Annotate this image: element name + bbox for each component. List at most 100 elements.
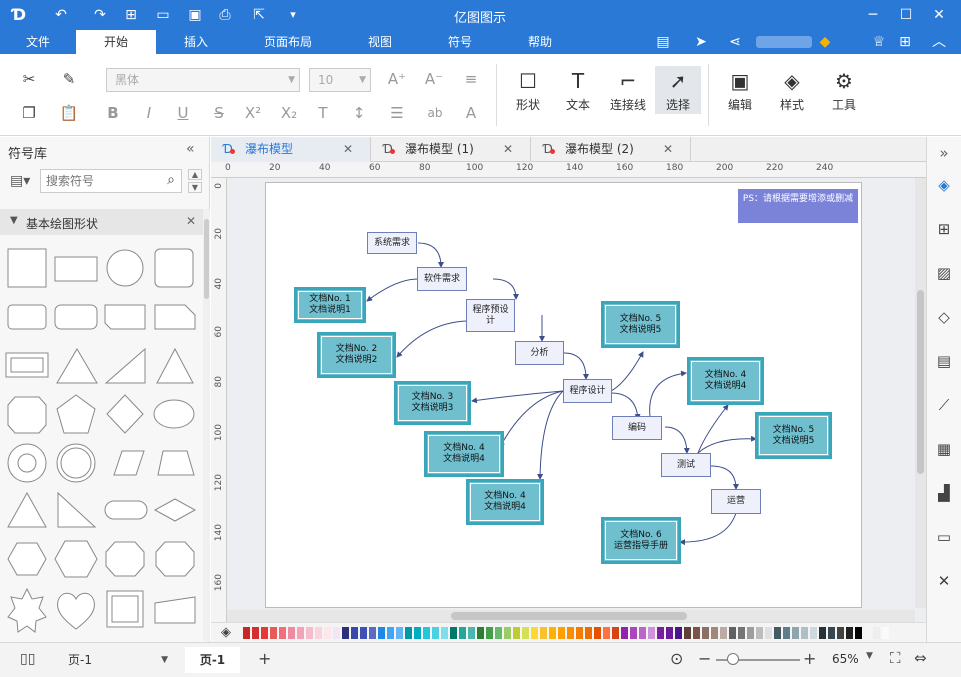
shape-hexagon-2[interactable]	[54, 540, 98, 578]
close-tab-icon[interactable]: ✕	[343, 142, 354, 156]
color-swatch[interactable]	[270, 627, 277, 639]
color-swatch[interactable]	[702, 627, 709, 639]
color-swatch[interactable]	[684, 627, 691, 639]
color-swatch[interactable]	[873, 627, 880, 639]
color-swatch[interactable]	[288, 627, 295, 639]
color-swatch[interactable]	[378, 627, 385, 639]
color-swatch[interactable]	[567, 627, 574, 639]
fill-style-icon[interactable]: ◈	[938, 176, 950, 194]
shape-right-triangle[interactable]	[104, 347, 146, 384]
page-view-icon[interactable]: ▯▯	[20, 651, 36, 667]
color-swatch[interactable]	[324, 627, 331, 639]
export-icon[interactable]: ⇱	[253, 7, 265, 23]
shape-pentagon[interactable]	[56, 394, 96, 434]
bullet-list-icon[interactable]: ☰	[390, 104, 404, 122]
shape-octagon-3[interactable]	[155, 541, 195, 577]
node-testing[interactable]: 测试	[661, 453, 711, 477]
shape-button[interactable]: ☐形状	[505, 66, 551, 113]
redo-icon[interactable]: ↷	[94, 7, 106, 23]
color-swatch[interactable]	[846, 627, 853, 639]
shape-right-triangle-2[interactable]	[57, 491, 97, 528]
zoom-out-icon[interactable]: −	[698, 649, 712, 668]
align-icon[interactable]: ≡	[464, 70, 478, 88]
node-operation[interactable]: 运营	[711, 489, 761, 514]
color-swatch[interactable]	[531, 627, 538, 639]
save-icon[interactable]: ▣	[188, 7, 202, 23]
note-box[interactable]: PS：请根据需要增添或删减	[738, 189, 858, 223]
vip-diamond-icon[interactable]: ◆	[819, 34, 831, 50]
drawing-page[interactable]: PS：请根据需要增添或删减 系统需求 软件需求 程序预设计 分析 程序设计 编码…	[265, 182, 862, 608]
search-icon[interactable]: ⌕	[167, 172, 175, 188]
subscript-icon[interactable]: X₂	[280, 104, 298, 122]
format-painter-icon[interactable]: ✎	[62, 70, 76, 88]
doc-node-2[interactable]: 文档No. 2 文档说明2	[317, 332, 396, 378]
shape-square[interactable]	[7, 248, 47, 288]
color-swatch[interactable]	[441, 627, 448, 639]
open-folder-icon[interactable]: ▭	[156, 7, 170, 23]
color-swatch[interactable]	[315, 627, 322, 639]
collapse-panel-icon[interactable]: «	[186, 141, 195, 157]
sidebar-scrollbar[interactable]	[203, 209, 210, 641]
doc-node-6[interactable]: 文档No. 5 文档说明5	[601, 301, 680, 348]
bold-icon[interactable]: B	[107, 104, 119, 122]
node-preliminary-design[interactable]: 程序预设计	[466, 299, 515, 332]
horizontal-scrollbar[interactable]	[227, 610, 915, 622]
horizontal-scroll-thumb[interactable]	[451, 612, 687, 620]
font-color-icon[interactable]: A	[465, 104, 477, 122]
shape-rounded-square[interactable]	[154, 248, 194, 288]
connector[interactable]	[610, 351, 644, 392]
color-swatch[interactable]	[459, 627, 466, 639]
color-swatch[interactable]	[423, 627, 430, 639]
color-swatch[interactable]	[729, 627, 736, 639]
color-swatch[interactable]	[801, 627, 808, 639]
page-select[interactable]: 页-1 ▼	[60, 650, 172, 670]
canvas-area[interactable]: PS：请根据需要增添或删减 系统需求 软件需求 程序预设计 分析 程序设计 编码…	[227, 178, 926, 622]
color-swatch[interactable]	[864, 627, 871, 639]
color-swatch[interactable]	[450, 627, 457, 639]
doc-node-1[interactable]: 文档No. 1 文档说明1	[294, 287, 366, 323]
color-swatch[interactable]	[819, 627, 826, 639]
fill-bucket-icon[interactable]: ◈	[221, 625, 231, 640]
node-program-design[interactable]: 程序设计	[563, 379, 612, 403]
table-icon[interactable]: ▦	[936, 440, 952, 458]
font-family-select[interactable]: 黑体▼	[106, 68, 300, 92]
color-swatch[interactable]	[594, 627, 601, 639]
fit-page-icon[interactable]: ⛶	[890, 649, 901, 667]
menu-symbol[interactable]: 符号	[447, 35, 472, 49]
color-swatch[interactable]	[837, 627, 844, 639]
color-swatch[interactable]	[738, 627, 745, 639]
expand-panel-icon[interactable]: »	[939, 144, 949, 162]
style-button[interactable]: ◈样式	[769, 66, 815, 113]
color-swatch[interactable]	[612, 627, 619, 639]
color-swatch[interactable]	[351, 627, 358, 639]
new-file-icon[interactable]: ⊞	[125, 7, 137, 23]
color-swatch[interactable]	[252, 627, 259, 639]
search-input[interactable]	[41, 170, 151, 192]
color-swatch[interactable]	[792, 627, 799, 639]
color-swatch[interactable]	[783, 627, 790, 639]
image-icon[interactable]: ▨	[936, 264, 952, 282]
customize-dropdown-icon[interactable]: ▾	[290, 8, 296, 21]
connector[interactable]	[710, 465, 739, 490]
shape-circle[interactable]	[106, 249, 144, 287]
color-swatch[interactable]	[630, 627, 637, 639]
close-icon[interactable]: ✕	[933, 7, 945, 23]
shape-octagon[interactable]	[7, 396, 47, 434]
shape-triangle[interactable]	[56, 348, 98, 384]
comment-icon[interactable]: ▤	[656, 34, 670, 50]
skin-icon[interactable]: ♕	[872, 34, 886, 50]
color-swatch[interactable]	[603, 627, 610, 639]
vertical-scroll-thumb[interactable]	[917, 290, 924, 474]
zoom-dropdown-icon[interactable]: ▼	[866, 651, 873, 661]
close-tab-icon[interactable]: ✕	[503, 142, 514, 156]
shape-capsule[interactable]	[104, 500, 148, 520]
connector[interactable]	[537, 390, 564, 480]
menu-page-layout[interactable]: 页面布局	[263, 35, 312, 49]
zoom-slider-track[interactable]	[716, 659, 800, 661]
color-swatch[interactable]	[558, 627, 565, 639]
superscript-icon[interactable]: X²	[244, 104, 262, 122]
color-swatch[interactable]	[882, 627, 889, 639]
node-coding[interactable]: 编码	[612, 416, 662, 440]
shape-trapezoid[interactable]	[157, 450, 195, 476]
